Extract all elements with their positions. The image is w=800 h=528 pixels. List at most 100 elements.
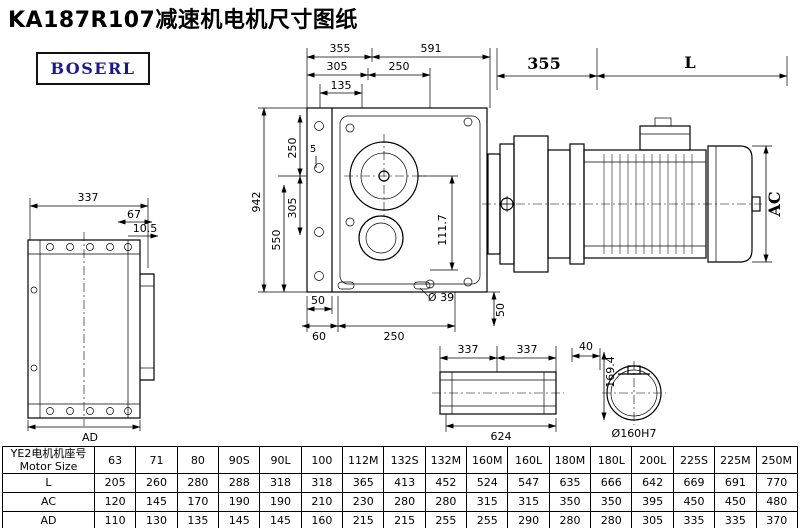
dimension-value-cell: 215 <box>342 511 385 528</box>
gearbox-side-view: 337 67 10.5 AD <box>27 191 159 444</box>
dim-337-side: 337 <box>78 191 99 204</box>
bore-section-view: 40 169.4 Ø160H7 <box>571 340 666 440</box>
motor-size-column-header: 225M <box>714 446 757 474</box>
row-label-L: L <box>2 473 95 493</box>
dim-250-bottom: 250 <box>384 330 405 343</box>
dimension-value-cell: 110 <box>93 511 137 528</box>
table-corner-line2: Motor Size <box>19 460 78 473</box>
dimension-value-cell: 413 <box>383 473 426 493</box>
dimension-value-cell: 255 <box>466 511 509 528</box>
dimension-value-cell: 350 <box>548 492 592 512</box>
dimension-value-cell: 691 <box>714 473 757 493</box>
dim-67: 67 <box>127 208 141 221</box>
dimension-value-cell: 669 <box>672 473 716 493</box>
dim-160H7: Ø160H7 <box>612 427 657 440</box>
dimension-value-cell: 145 <box>259 511 302 528</box>
dimension-value-cell: 335 <box>672 511 716 528</box>
dimension-value-cell: 315 <box>507 492 550 512</box>
dimension-value-cell: 210 <box>300 492 344 512</box>
dimension-value-cell: 280 <box>424 492 468 512</box>
dim-135: 135 <box>331 79 352 92</box>
dimension-value-cell: 480 <box>755 492 798 512</box>
dimension-value-cell: 635 <box>548 473 592 493</box>
motor-size-column-header: 250M <box>755 446 798 474</box>
gearbox-front-view: 355 591 305 250 135 <box>250 42 507 343</box>
lower-bore-circle <box>358 215 404 261</box>
dimension-value-cell: 318 <box>259 473 302 493</box>
dimension-value-cell: 642 <box>631 473 674 493</box>
dim-50-bottom-left: 50 <box>311 294 325 307</box>
dimension-value-cell: 280 <box>590 511 633 528</box>
dimension-value-cell: 230 <box>342 492 385 512</box>
table-corner-line1: YE2电机机座号 <box>10 447 87 461</box>
dimension-value-cell: 280 <box>383 492 426 512</box>
motor-size-column-header: 160M <box>466 446 509 474</box>
dimension-value-cell: 170 <box>176 492 220 512</box>
dimension-value-cell: 160 <box>300 511 344 528</box>
dimension-value-cell: 305 <box>631 511 674 528</box>
fan-cover <box>707 145 753 263</box>
page-title: KA187R107减速机电机尺寸图纸 <box>8 8 358 33</box>
front-view-housing <box>306 107 488 293</box>
dim-111-7: 111.7 <box>436 214 449 246</box>
dim-337-shaft-right: 337 <box>517 343 538 356</box>
motor-size-column-header: 80 <box>176 446 220 474</box>
motor-size-column-header: 90S <box>218 446 261 474</box>
dimension-value-cell: 145 <box>135 492 178 512</box>
dimension-value-cell: 135 <box>176 511 220 528</box>
dimension-value-cell: 547 <box>507 473 550 493</box>
technical-drawing: 337 67 10.5 AD <box>27 42 788 444</box>
motor-size-column-header: 63 <box>93 446 137 474</box>
motor-size-column-header: 132S <box>383 446 426 474</box>
dim-305-top: 305 <box>327 60 348 73</box>
dim-169-4: 169.4 <box>604 356 617 388</box>
dim-10-5: 10.5 <box>133 222 158 235</box>
dimension-value-cell: 260 <box>135 473 178 493</box>
row-label-AC: AC <box>2 492 95 512</box>
dim-250-top: 250 <box>389 60 410 73</box>
dim-591: 591 <box>421 42 442 55</box>
dimension-value-cell: 395 <box>631 492 674 512</box>
dimension-value-cell: 190 <box>218 492 261 512</box>
dim-50-bottom-right: 50 <box>494 303 507 317</box>
motor-size-column-header: 180L <box>590 446 633 474</box>
dim-355-motor: 355 <box>527 54 560 73</box>
boserl-logo-text: BOSERL <box>50 59 136 78</box>
dimension-value-cell: 215 <box>383 511 426 528</box>
motor-size-column-header: 200L <box>631 446 674 474</box>
boserl-logo: BOSERL <box>36 52 150 85</box>
motor-assembly-view: 355 L AC <box>482 48 788 273</box>
dimension-value-cell: 370 <box>755 511 798 528</box>
dim-550: 550 <box>270 230 283 251</box>
row-label-AD: AD <box>2 511 95 528</box>
dim-355-front: 355 <box>330 42 351 55</box>
dim-305-left: 305 <box>286 198 299 219</box>
motor-size-column-header: 132M <box>424 446 468 474</box>
dim-624: 624 <box>491 430 512 443</box>
dimension-value-cell: 666 <box>590 473 633 493</box>
dim-AC: AC <box>765 191 784 217</box>
dimension-value-cell: 290 <box>507 511 550 528</box>
dim-5: 5 <box>310 144 316 155</box>
dimension-value-cell: 335 <box>714 511 757 528</box>
motor-size-column-header: 112M <box>342 446 385 474</box>
dimension-value-cell: 450 <box>714 492 757 512</box>
dimension-value-cell: 318 <box>300 473 344 493</box>
hollow-shaft-view: 337 337 624 <box>432 343 564 443</box>
dim-diameter-39: Ø 39 <box>428 291 454 304</box>
dim-AD: AD <box>82 431 98 444</box>
dim-40: 40 <box>579 340 593 353</box>
dimension-value-cell: 452 <box>424 473 468 493</box>
motor-size-column-header: 225S <box>672 446 716 474</box>
dimension-value-cell: 145 <box>218 511 261 528</box>
dimension-value-cell: 315 <box>466 492 509 512</box>
motor-size-column-header: 100 <box>300 446 344 474</box>
terminal-box <box>639 125 691 151</box>
dimension-value-cell: 350 <box>590 492 633 512</box>
dim-337-shaft-left: 337 <box>458 343 479 356</box>
dimension-value-cell: 190 <box>259 492 302 512</box>
dimension-value-cell: 280 <box>548 511 592 528</box>
dimension-value-cell: 450 <box>672 492 716 512</box>
